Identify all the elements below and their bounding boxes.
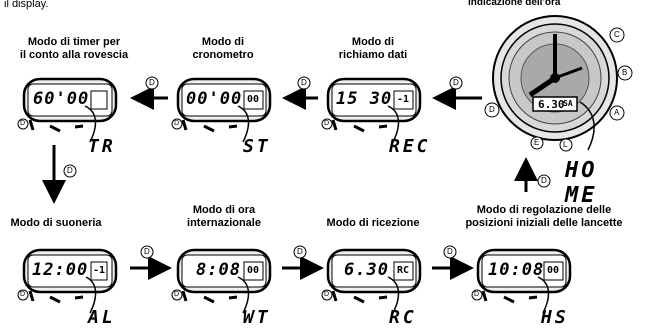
d-button-markers bbox=[17, 76, 551, 301]
lcd-countdown: 60'00 bbox=[33, 89, 90, 109]
lcd-stopwatch: 00'00 bbox=[186, 89, 243, 109]
code-worldtime: WT bbox=[243, 307, 271, 328]
button-d-label: D bbox=[301, 78, 307, 87]
button-d-label: D bbox=[174, 120, 180, 127]
title-worldtime-line1: Modo di ora bbox=[192, 204, 256, 216]
button-d-label: D bbox=[149, 78, 155, 87]
button-d-label: D bbox=[297, 247, 303, 256]
title-recall-line2: richiamo dati bbox=[338, 49, 408, 61]
button-d-label: D bbox=[20, 120, 26, 127]
lcd-recall: 15 30 bbox=[336, 89, 393, 109]
flow-arrows bbox=[42, 86, 538, 280]
header-timekeeping: indicazione dell'ora bbox=[468, 0, 561, 8]
button-d-label: D bbox=[324, 291, 330, 298]
lcd-hand-setting: 10:08 bbox=[488, 260, 545, 280]
button-d-label: D bbox=[453, 78, 459, 87]
code-recall: REC bbox=[389, 136, 431, 157]
analog-watch-face bbox=[484, 15, 633, 152]
title-recall-line1: Modo di bbox=[351, 36, 395, 48]
title-countdown: Modo di timer per il conto alla rovescia bbox=[4, 36, 144, 62]
title-stopwatch-line1: Modo di bbox=[201, 36, 245, 48]
button-d-label: D bbox=[174, 291, 180, 298]
lcd-alarm-sub: -1 bbox=[93, 265, 106, 276]
code-alarm: AL bbox=[88, 307, 116, 328]
mini-watch-receive bbox=[326, 248, 422, 314]
code-stopwatch: ST bbox=[243, 136, 271, 157]
lcd-timekeeping: 6.30 bbox=[538, 98, 565, 111]
mini-watch-stopwatch bbox=[176, 77, 272, 143]
button-d-label: D bbox=[144, 247, 150, 256]
title-worldtime: Modo di ora internazionale bbox=[178, 204, 270, 230]
title-countdown-line2: il conto alla rovescia bbox=[19, 49, 129, 61]
code-hand-setting: HS bbox=[541, 307, 569, 328]
button-d-label: D bbox=[541, 176, 547, 185]
mini-watch-worldtime bbox=[176, 248, 272, 314]
button-d-watch-label: D bbox=[489, 105, 495, 114]
lcd-recall-sub: -1 bbox=[397, 94, 410, 105]
lcd-worldtime: 8:08 bbox=[196, 260, 241, 280]
title-alarm: Modo di suoneria bbox=[10, 217, 102, 229]
lcd-alarm: 12:00 bbox=[32, 260, 89, 280]
top-note: il display. bbox=[4, 0, 49, 10]
lcd-stopwatch-sub: 00 bbox=[247, 94, 260, 105]
title-hand-setting-line1: Modo di regolazione delle bbox=[476, 204, 612, 216]
title-receive: Modo di ricezione bbox=[326, 217, 420, 229]
button-c-label: C bbox=[614, 30, 620, 39]
title-recall: Modo di richiamo dati bbox=[328, 36, 418, 62]
lcd-worldtime-sub: 00 bbox=[247, 265, 260, 276]
title-stopwatch: Modo di cronometro bbox=[178, 36, 268, 62]
lcd-receive-sub: RC bbox=[397, 265, 410, 276]
button-l-label: L bbox=[563, 140, 568, 149]
mini-watch-countdown bbox=[22, 77, 118, 143]
lcd-receive: 6.30 bbox=[344, 260, 389, 280]
button-a-label: A bbox=[614, 108, 620, 117]
button-d-label: D bbox=[447, 247, 453, 256]
title-worldtime-line2: internazionale bbox=[187, 217, 261, 229]
code-receive: RC bbox=[389, 307, 417, 328]
button-d-label: D bbox=[474, 291, 480, 298]
lcd-timekeeping-sub: SA bbox=[563, 99, 573, 108]
button-d-label: D bbox=[20, 291, 26, 298]
button-b-label: B bbox=[622, 68, 628, 77]
mini-watch-alarm bbox=[22, 248, 118, 314]
title-hand-setting: Modo di regolazione delle posizioni iniz… bbox=[446, 204, 642, 230]
title-hand-setting-line2: posizioni iniziali delle lancette bbox=[465, 217, 623, 229]
button-d-label: D bbox=[324, 120, 330, 127]
code-countdown: TR bbox=[88, 136, 116, 157]
lcd-hand-setting-sub: 00 bbox=[547, 265, 560, 276]
title-countdown-line1: Modo di timer per bbox=[27, 36, 121, 48]
mini-watch-recall bbox=[326, 77, 422, 143]
button-e-label: E bbox=[534, 138, 540, 147]
button-d-label: D bbox=[67, 166, 73, 175]
code-timekeeping: HO ME bbox=[565, 158, 598, 208]
mini-watch-hand-setting bbox=[476, 248, 572, 314]
title-stopwatch-line2: cronometro bbox=[192, 49, 254, 61]
